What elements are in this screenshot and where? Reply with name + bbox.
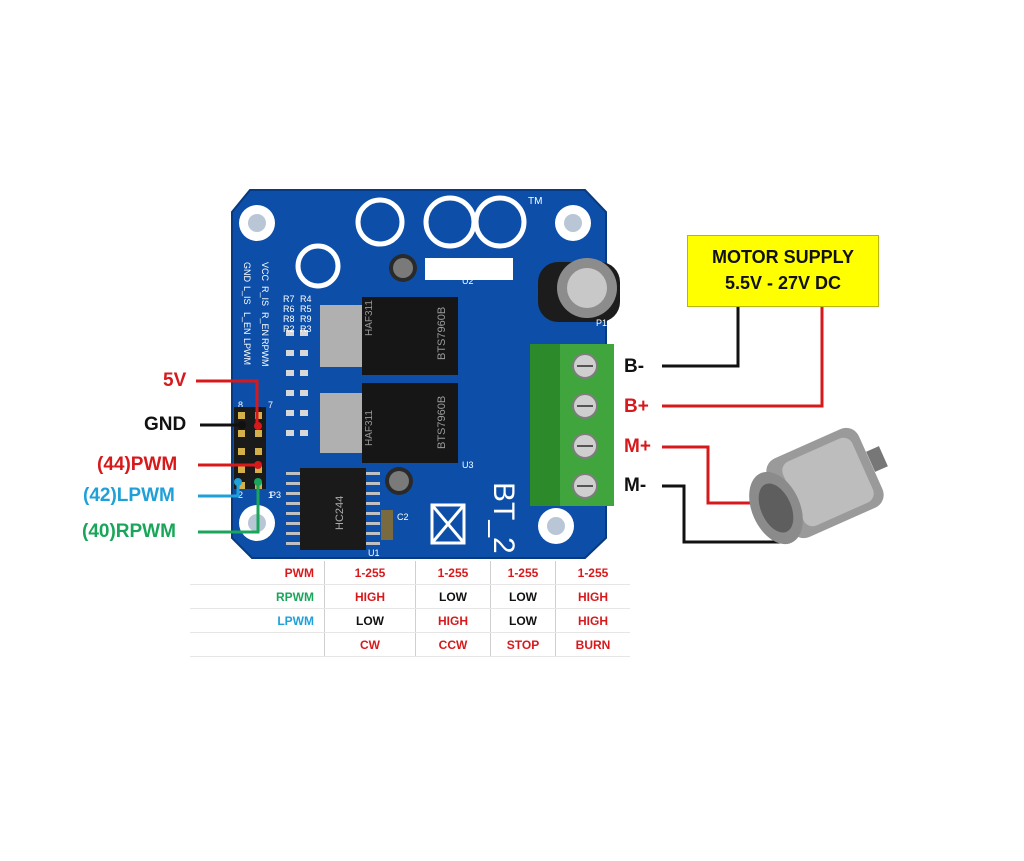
silk-right-1: R_IS (260, 286, 270, 306)
terminal-label-b-minus: B- (624, 356, 645, 377)
chip-marking-2: BTS7960B (436, 396, 448, 449)
pin-bottom: 2 (238, 490, 243, 500)
pin-label-5v: 5V (163, 370, 187, 391)
res-a-3: R2 (283, 324, 295, 334)
supply-line-1: MOTOR SUPPLY (711, 247, 855, 267)
truth-table-cell: BURN (555, 632, 630, 657)
silk-right-2: R_EN (260, 312, 270, 336)
smd-resistors (286, 330, 308, 436)
truth-table-cell: CCW (415, 632, 491, 657)
weee-symbol (430, 503, 466, 545)
truth-table-cell: HIGH (415, 608, 491, 633)
wire-rpwm (198, 482, 260, 534)
res-a-0: R7 (283, 294, 295, 304)
mosfet-chips (320, 297, 458, 463)
res-b-0: R4 (300, 294, 312, 304)
ic-marking: HC244 (334, 496, 346, 530)
chip-marking-1: BTS7960B (436, 307, 448, 360)
silk-left-group: GND L_IS L_EN LPWM (242, 262, 252, 365)
cert-logos (295, 195, 527, 289)
silk-left-1: L_IS (242, 286, 252, 305)
ref-u1: U1 (368, 548, 380, 558)
pin-header (234, 407, 266, 489)
wire-5v (196, 379, 259, 426)
label-sticker (425, 258, 513, 280)
res-b-1: R5 (300, 304, 312, 314)
wire-lpwm (198, 482, 240, 498)
truth-table-cell: HIGH (324, 584, 416, 609)
terminal-label-m-plus: M+ (624, 436, 651, 457)
truth-table-cell: 1-255 (415, 561, 491, 585)
ref-p3: P3 (270, 490, 281, 500)
chip-code-1: HAF311 (364, 300, 375, 336)
truth-table-row-header (190, 632, 325, 657)
terminal-label-m-minus: M- (624, 475, 647, 496)
res-b-2: R9 (300, 314, 312, 324)
truth-table-cell: HIGH (555, 584, 630, 609)
wire-m-plus (662, 445, 758, 505)
silk-right-3: RPWM (260, 338, 270, 367)
resistor-labels: R7 R6 R8 R2 R4 R5 R9 R3 (283, 294, 312, 334)
board-model: BT_2 (487, 482, 520, 554)
terminal-block (530, 344, 614, 506)
motor-supply-box: MOTOR SUPPLY 5.5V - 27V DC (687, 235, 879, 307)
pin-label-gnd: GND (144, 414, 187, 435)
ref-u3: U3 (462, 460, 474, 470)
pin-wires (196, 379, 260, 534)
truth-table-cell: LOW (490, 608, 556, 633)
ref-p1: P1 (596, 318, 607, 328)
truth-table-cell: 1-255 (324, 561, 416, 585)
pin-label-lpwm: (42)LPWM (83, 485, 175, 506)
c2-capacitor (381, 510, 393, 540)
pin-top2: 7 (268, 400, 273, 410)
truth-table-cell: LOW (490, 584, 556, 609)
truth-table-row-header: LPWM (190, 608, 325, 633)
terminal-label-b-plus: B+ (624, 396, 649, 417)
supply-line-2: 5.5V - 27V DC (724, 273, 842, 293)
truth-table-cell: CW (324, 632, 416, 657)
pin-top: 8 (238, 400, 243, 410)
truth-table-cell: STOP (490, 632, 556, 657)
ref-u2: U2 (462, 276, 474, 286)
pin-bottom2: 1 (268, 490, 273, 500)
truth-table-row-header: PWM (190, 561, 325, 585)
supply-wires (662, 307, 824, 544)
res-b-3: R3 (300, 324, 312, 334)
capacitor (538, 258, 620, 322)
silk-left-0: GND (242, 262, 252, 283)
wire-m-minus (662, 484, 790, 544)
screws (385, 254, 417, 495)
ref-designators: U1 U2 U3 C2 P1 P3 8 7 2 1 (238, 276, 607, 558)
truth-table-cell: 1-255 (490, 561, 556, 585)
wire-b-minus (662, 307, 740, 368)
silk-right-0: VCC (260, 262, 270, 282)
truth-table-row-header: RPWM (190, 584, 325, 609)
tm-mark: TM (528, 196, 542, 207)
truth-table-cell: LOW (324, 608, 416, 633)
pin-label-rpwm: (40)RPWM (82, 521, 176, 542)
pin-label-pwm: (44)PWM (97, 454, 178, 475)
res-a-2: R8 (283, 314, 295, 324)
silk-left-3: LPWM (242, 338, 252, 365)
logic-ic (286, 468, 380, 550)
silk-right-group: VCC R_IS R_EN RPWM (260, 262, 270, 367)
wire-b-plus (662, 307, 824, 408)
truth-table-cell: LOW (415, 584, 491, 609)
chip-code-2: HAF311 (364, 410, 375, 446)
dc-motor (749, 427, 888, 545)
truth-table-cell: HIGH (555, 608, 630, 633)
silk-left-2: L_EN (242, 312, 252, 335)
ref-c2: C2 (397, 512, 409, 522)
res-a-1: R6 (283, 304, 295, 314)
truth-table-cell: 1-255 (555, 561, 630, 585)
